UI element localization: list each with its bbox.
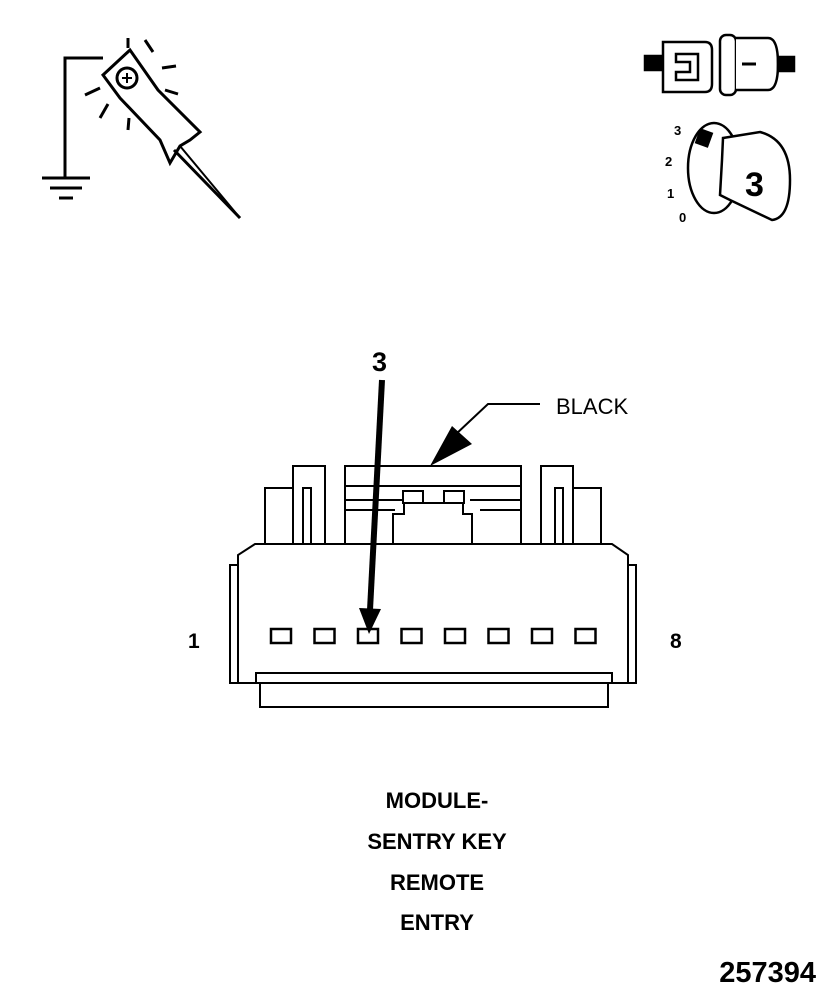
pin-cavity-8 [574,627,597,645]
pin-cavity-6 [487,627,510,645]
pin-start-label: 1 [188,630,200,653]
title-line-2: SENTRY KEY [367,829,507,854]
connector-color-label: BLACK [556,394,628,419]
pin-callout-arrow [359,379,385,634]
pin-cavity-4 [400,627,423,645]
pin-cavities [269,627,597,645]
pin-cavity-7 [530,627,554,645]
ignition-position-2: 2 [665,154,672,169]
pin-cavity-1 [269,627,293,645]
ignition-position-1: 1 [667,186,674,201]
color-leader-arrow [430,403,540,466]
connector-title: MODULE- SENTRY KEY REMOTE ENTRY [367,788,507,935]
ignition-position-3: 3 [674,123,681,138]
ignition-key-position-label: 3 [745,166,764,204]
pin-end-label: 8 [670,630,682,653]
pin-cavity-2 [313,627,336,645]
ignition-position-0: 0 [679,210,686,225]
pin-callout-label: 3 [372,347,387,377]
figure-number: 257394 [719,957,816,989]
title-line-3: REMOTE [390,870,484,895]
ignition-key-icon: 3 2 1 0 3 [665,121,792,225]
pin-cavity-5 [443,627,467,645]
test-light-icon [42,38,242,220]
connector-disconnect-icon [643,33,796,97]
title-line-4: ENTRY [400,910,474,935]
connector-body [229,465,637,708]
title-line-1: MODULE- [386,788,489,813]
